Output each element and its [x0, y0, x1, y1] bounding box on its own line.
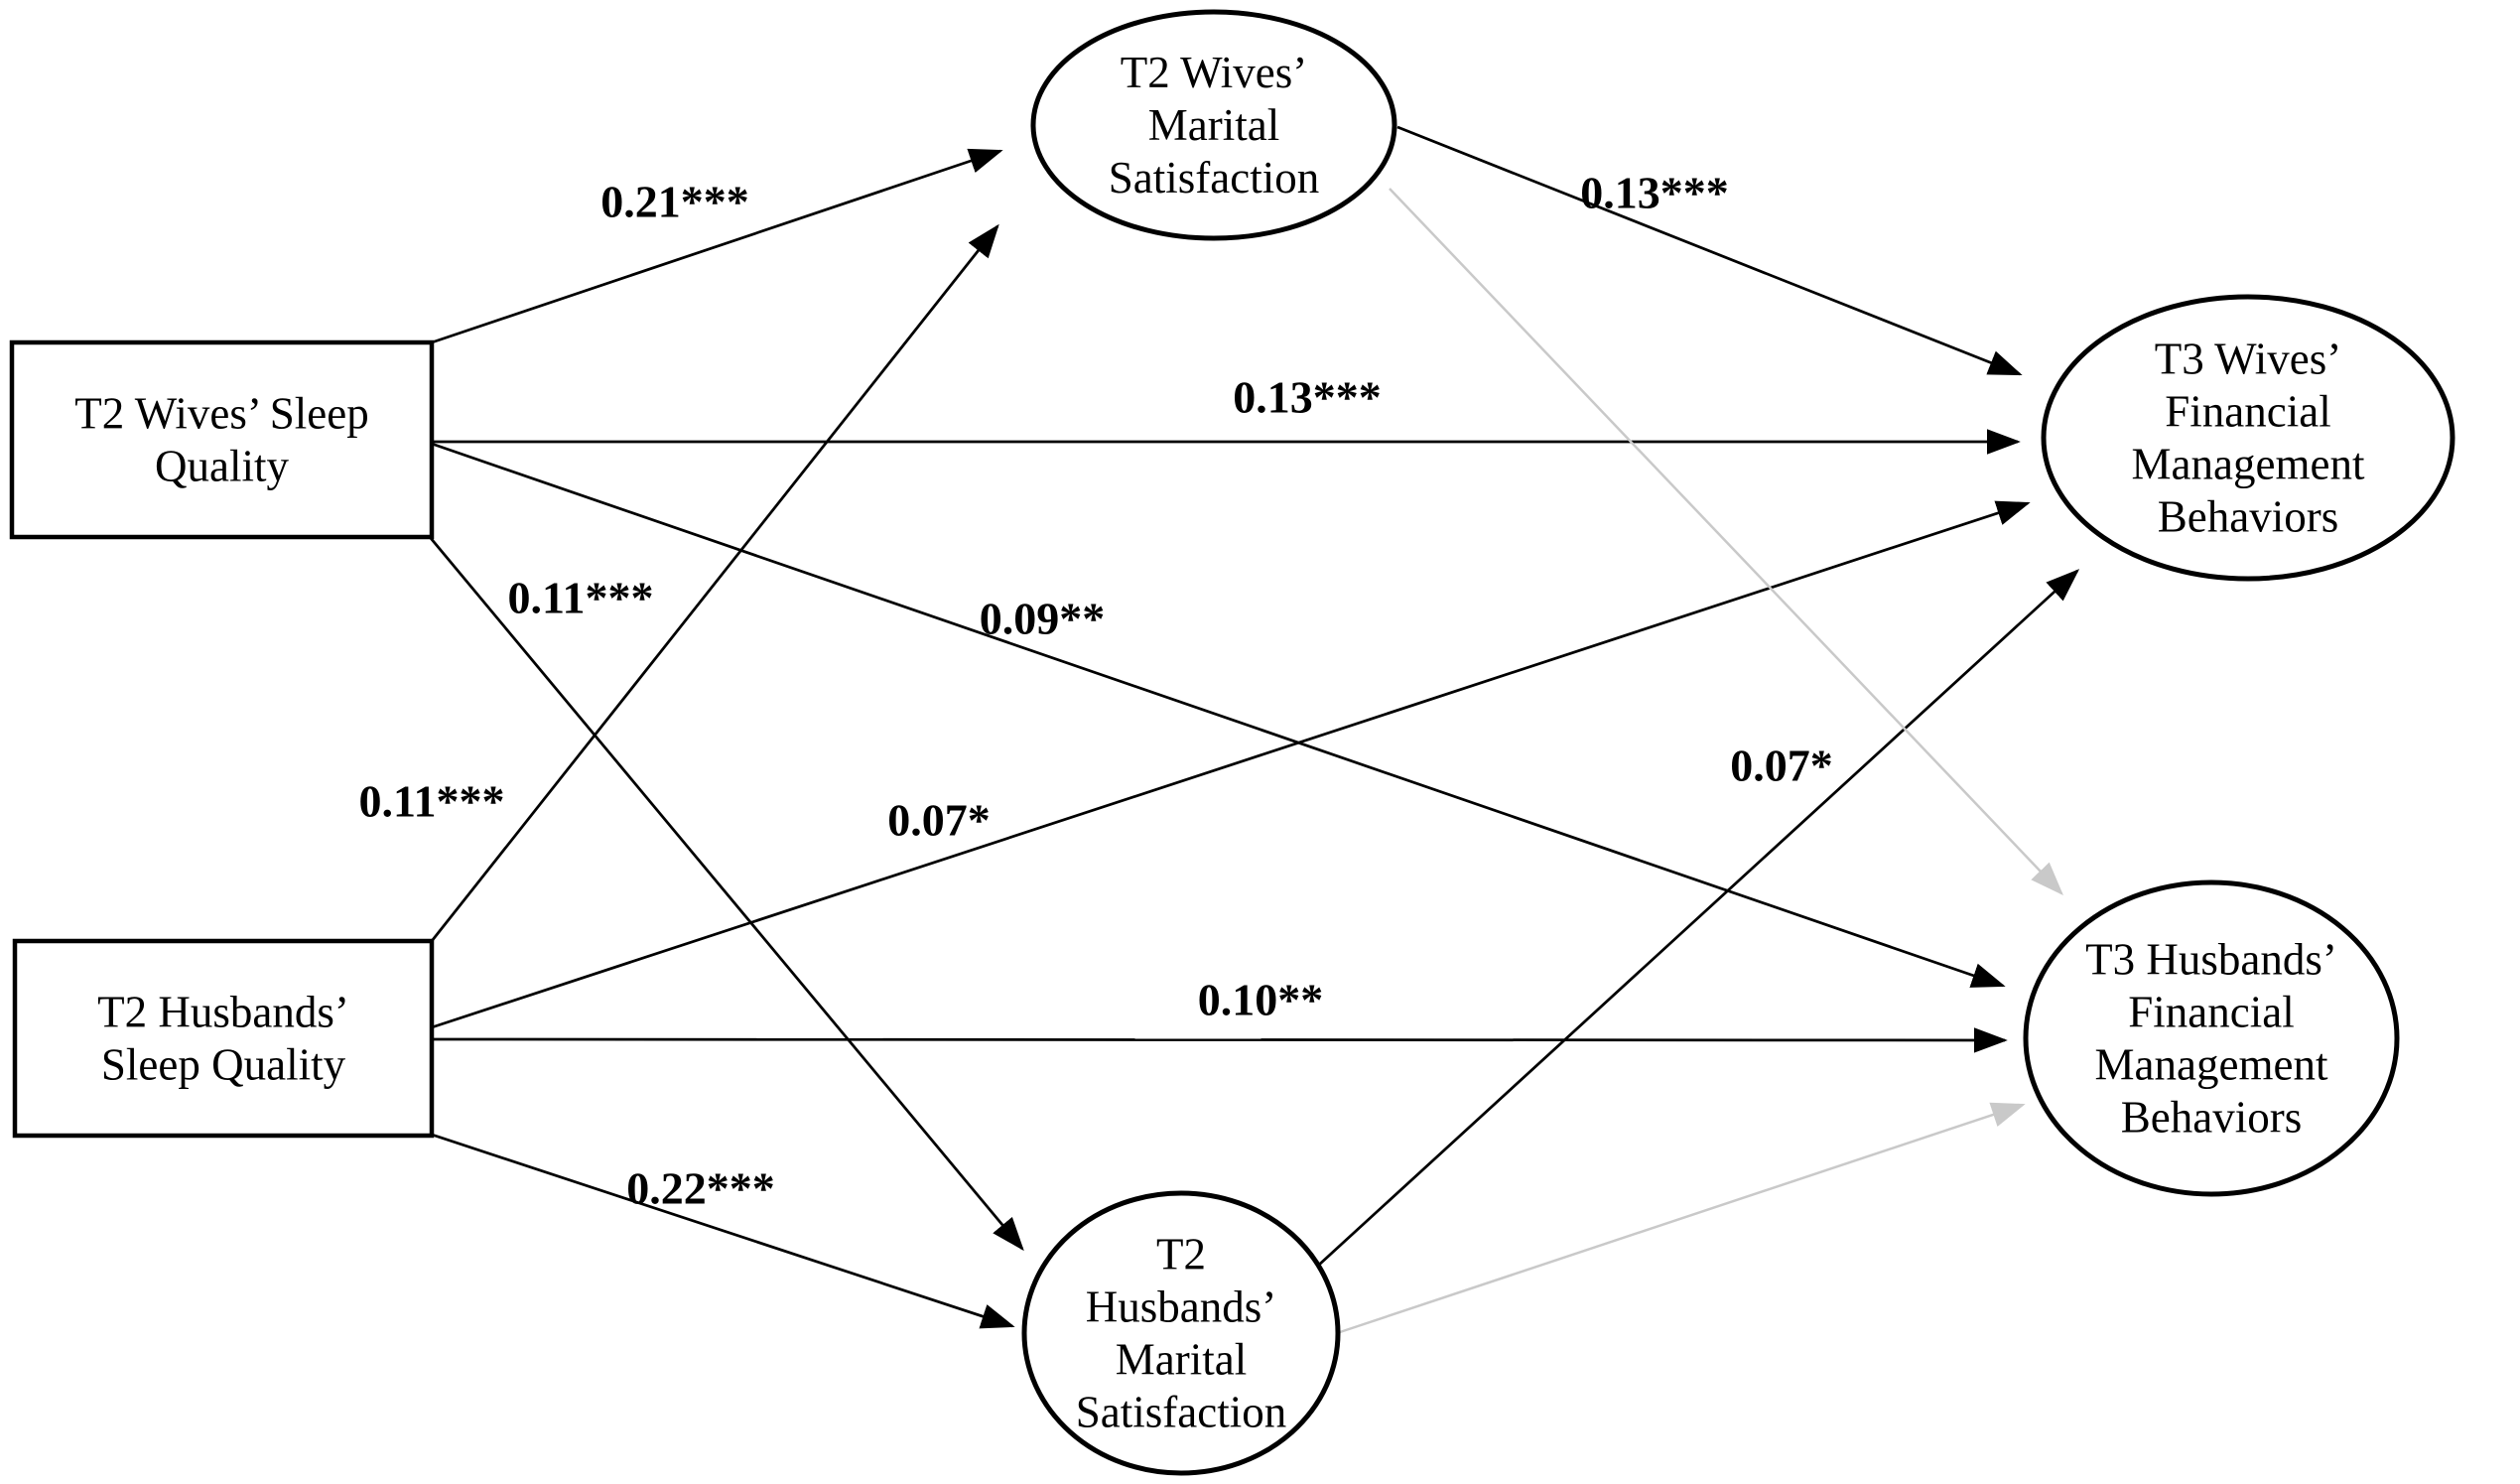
path-arrow-hms-wfmb [1317, 569, 2080, 1268]
path-arrow-hsleep-wfmb [431, 500, 2031, 1029]
edge-labels-layer: 0.21*** 0.13*** 0.09** 0.11*** 0.11*** 0.07* 0… [359, 168, 1833, 1214]
coefficient-label-hms-wfmb: 0.07* [1730, 741, 1833, 791]
coefficient-label-wsleep-hfmb: 0.09** [980, 594, 1106, 644]
coefficient-label-hsleep-wms: 0.11*** [359, 776, 505, 827]
husbands-sleep-box [12, 938, 435, 1139]
wives-fmb-label-line: T3 Wives’ [2155, 335, 2342, 384]
path-arrow-wsleep-wms [431, 148, 1003, 344]
husbands-ms-label-line: Marital [1116, 1335, 1247, 1385]
coefficient-label-wms-wfmb: 0.13*** [1580, 168, 1729, 218]
wives-fmb-ellipse [2041, 294, 2455, 582]
husbands-fmb-label-line: Financial [2128, 988, 2294, 1037]
node-husbands-sleep: T2 Husbands’Sleep Quality [12, 938, 435, 1139]
path-arrow-wms-wfmb [1396, 125, 2023, 376]
path-arrow-hsleep-hms [431, 1133, 1015, 1329]
wives-fmb-label-line: Management [2132, 440, 2365, 489]
coefficient-label-wsleep-wfmb: 0.13*** [1233, 372, 1382, 423]
husbands-fmb-label-line: Management [2095, 1040, 2328, 1090]
wives-sleep-label-line: T2 Wives’ Sleep [74, 389, 368, 439]
husbands-sleep-label-line: T2 Husbands’ [97, 988, 349, 1037]
husbands-ms-label-line: Husbands’ [1086, 1282, 1276, 1332]
coefficient-label-hsleep-wfmb: 0.07* [887, 795, 991, 846]
husbands-ms-label-line: T2 [1156, 1230, 1206, 1280]
husbands-sleep-label-line: Sleep Quality [101, 1040, 346, 1090]
coefficient-label-hsleep-hfmb: 0.10** [1198, 975, 1324, 1025]
husbands-fmb-ellipse [2023, 879, 2400, 1197]
path-arrow-hsleep-wms [430, 223, 999, 942]
wives-ms-label-line: Satisfaction [1109, 153, 1319, 202]
husbands-fmb-label-line: Behaviors [2121, 1093, 2302, 1143]
husbands-fmb-label-line: T3 Husbands’ [2085, 935, 2337, 985]
edges-layer [428, 125, 2080, 1334]
path-arrow-wsleep-hms [428, 536, 1024, 1252]
coefficient-label-wsleep-hms: 0.11*** [508, 573, 654, 623]
wives-sleep-box [9, 339, 435, 540]
wives-ms-label-line: Marital [1148, 100, 1279, 150]
path-arrow-wsleep-hfmb [431, 442, 2006, 988]
path-arrow-hms-hfmb-nonsignificant [1339, 1102, 2026, 1334]
wives-sleep-label-line: Quality [155, 442, 289, 491]
wives-ms-label-line: T2 Wives’ [1121, 48, 1308, 97]
wives-fmb-label-line: Behaviors [2158, 492, 2338, 542]
path-arrow-hsleep-hfmb [431, 1027, 2008, 1053]
coefficient-label-wsleep-wms: 0.21*** [600, 177, 749, 227]
path-arrow-wms-hfmb-nonsignificant [1389, 188, 2063, 896]
coefficient-label-hsleep-hms: 0.22*** [626, 1163, 775, 1214]
husbands-ms-label-line: Satisfaction [1076, 1388, 1286, 1437]
wives-fmb-label-line: Financial [2165, 387, 2330, 437]
husbands-ms-ellipse [1021, 1190, 1341, 1476]
wives-ms-ellipse [1030, 9, 1397, 241]
